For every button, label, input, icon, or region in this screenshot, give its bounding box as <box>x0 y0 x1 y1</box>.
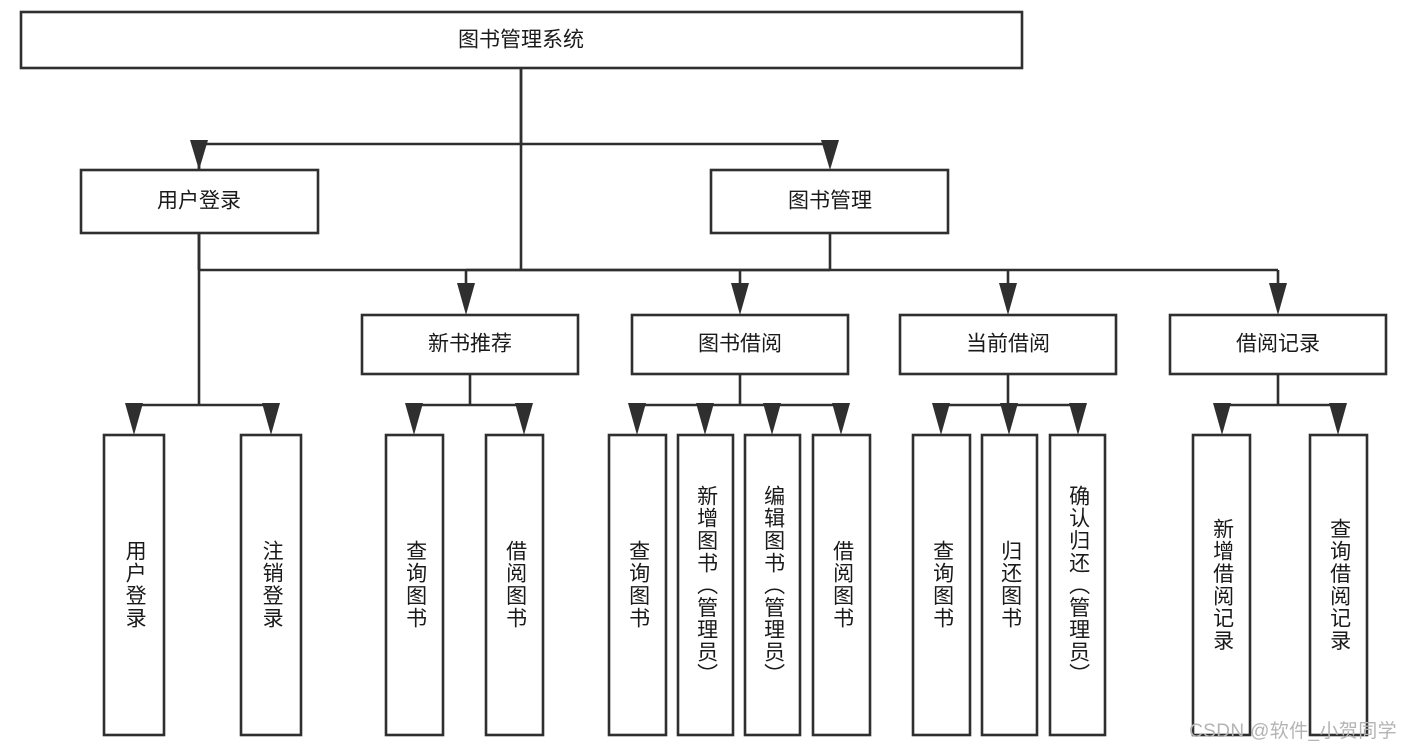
arrow-head-c-return <box>1000 403 1018 435</box>
node-current-borrow[interactable]: 当前借阅 <box>898 313 1118 376</box>
connector-bookmgmt-to-level2 <box>457 233 1287 315</box>
leaf-box-b-borrow-book[interactable] <box>811 433 872 737</box>
arrow-head-b-add <box>696 403 714 435</box>
connector-root-branches <box>190 68 839 170</box>
arrow-head-new-book <box>457 283 475 315</box>
csdn-watermark: CSDN @软件_小贺同学 <box>1189 721 1397 742</box>
arrow-head-r-add <box>1213 403 1231 435</box>
connector-current-to-leaves <box>932 374 1087 435</box>
node-user-login[interactable]: 用户登录 <box>79 168 320 235</box>
leaf-box-b-edit-book[interactable] <box>743 433 802 737</box>
node-root-label: 图书管理系统 <box>458 29 584 52</box>
node-root[interactable]: 图书管理系统 <box>19 10 1024 70</box>
arrow-head-nb-query <box>405 403 423 435</box>
arrow-head-c-confirm <box>1069 403 1087 435</box>
leaf-box-r-add-record[interactable] <box>1191 433 1252 737</box>
arrow-head-r-query <box>1329 403 1347 435</box>
leaf-box-logout[interactable] <box>239 433 303 737</box>
leaf-box-b-add-book[interactable] <box>676 433 735 737</box>
arrow-head-borrow <box>731 283 749 315</box>
leaf-box-c-query-book[interactable] <box>911 433 972 737</box>
arrow-head-current <box>999 283 1017 315</box>
leaf-box-c-return-book[interactable] <box>980 433 1039 737</box>
arrow-head-leaf-logout <box>262 403 280 435</box>
node-book-management-label: 图书管理 <box>788 190 872 213</box>
node-borrow-record[interactable]: 借阅记录 <box>1168 313 1388 376</box>
connector-borrow-to-leaves <box>628 374 850 435</box>
arrow-head-nb-borrow <box>515 403 533 435</box>
arrow-head-b-edit <box>763 403 781 435</box>
leaf-box-user-login[interactable] <box>102 433 166 737</box>
connector-userlogin-to-leaves <box>125 233 280 435</box>
node-new-book-recommend[interactable]: 新书推荐 <box>360 313 580 376</box>
leaf-box-nb-query-book[interactable] <box>384 433 445 737</box>
node-current-borrow-label: 当前借阅 <box>966 333 1050 356</box>
arrow-head-b-query <box>628 403 646 435</box>
node-book-management[interactable]: 图书管理 <box>709 168 950 235</box>
node-user-login-label: 用户登录 <box>157 190 241 213</box>
leaf-box-c-confirm-return[interactable] <box>1048 433 1107 737</box>
arrow-head-book-mgmt <box>821 140 839 170</box>
connector-newbook-to-leaves <box>405 374 533 435</box>
arrow-head-b-borrow <box>832 403 850 435</box>
leaf-box-nb-borrow-book[interactable] <box>484 433 545 737</box>
leaf-box-b-query-book[interactable] <box>607 433 668 737</box>
node-book-borrow[interactable]: 图书借阅 <box>630 313 850 376</box>
node-borrow-record-label: 借阅记录 <box>1236 333 1320 356</box>
leaf-box-r-query-record[interactable] <box>1308 433 1369 737</box>
arrow-head-user-login <box>190 140 208 170</box>
node-new-book-recommend-label: 新书推荐 <box>428 333 512 356</box>
arrow-head-leaf-user-login <box>125 403 143 435</box>
arrow-head-record <box>1269 283 1287 315</box>
node-book-borrow-label: 图书借阅 <box>698 333 782 356</box>
connector-record-to-leaves <box>1213 374 1347 435</box>
arrow-head-c-query <box>932 403 950 435</box>
